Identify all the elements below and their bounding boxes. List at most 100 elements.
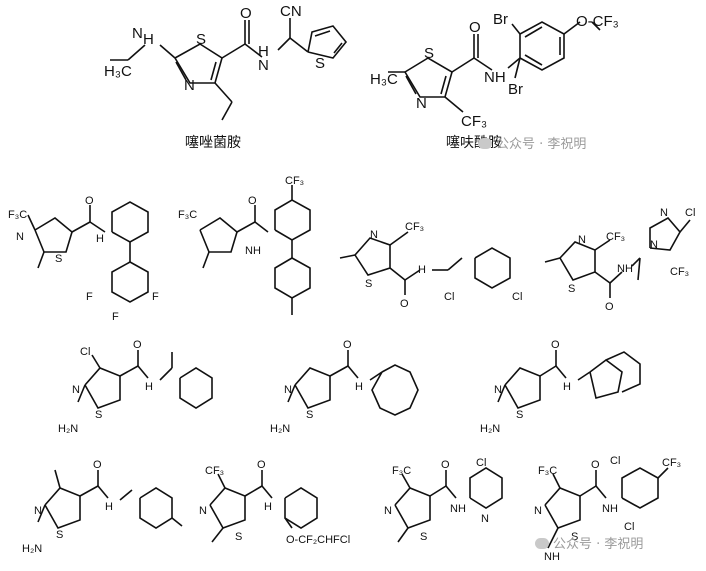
label-r4d-s: S (571, 531, 578, 543)
molecule-row3-2 (287, 350, 419, 416)
label-r4b-ocf2: O-CF₂CHFCl (286, 534, 350, 546)
label-r3b-nh: H (355, 381, 363, 393)
label-r4c-f3c: F₃C (392, 465, 411, 477)
label-tf-s: S (424, 45, 434, 62)
label-tf-n: N (416, 95, 427, 112)
label-r3c-n: N (494, 384, 502, 396)
label-tf-h3c: H₃C (370, 71, 398, 88)
label-o: O (240, 5, 252, 22)
label-r4d-cl2: Cl (624, 521, 634, 533)
label-r3b-h2n: H₂N (270, 423, 290, 435)
molecule-thifluzamide (388, 21, 601, 113)
label-amide-nh: N (258, 57, 269, 74)
wechat-icon-bottom (535, 538, 549, 549)
label-r3a-h2n: H₂N (58, 423, 78, 435)
label-tf-o: O (469, 19, 481, 36)
watermark-bottom: 公众号 · 李祝明 (535, 533, 643, 552)
label-r2a-f3c: F₃C (8, 209, 27, 221)
label-r2d-n3: N (660, 207, 668, 219)
label-r2c-cl1: Cl (444, 291, 454, 303)
watermark-top: 公众号 · 李祝明 (478, 133, 586, 152)
label-r2a-n: N (16, 231, 24, 243)
label-r2a-o: O (85, 195, 94, 207)
label-nh: H (143, 31, 154, 48)
label-n-ring: N (184, 77, 195, 94)
label-r2d-cf3: CF₃ (606, 231, 625, 243)
label-r4d-o: O (591, 459, 600, 471)
label-r2c-s: S (365, 278, 372, 290)
molecule-row4-3 (394, 467, 503, 543)
label-r3b-n: N (284, 384, 292, 396)
label-r4c-s: S (420, 531, 427, 543)
label-r4b-n: N (199, 505, 207, 517)
label-h3c: H₃C (104, 63, 132, 80)
molecule-row2-1 (27, 201, 149, 303)
molecule-row4-4 (544, 467, 669, 549)
label-r2d-n: N (578, 234, 586, 246)
label-r4b-nh: H (264, 501, 272, 513)
label-r4d-cf3: CF₃ (662, 457, 681, 469)
label-r4a-s: S (56, 529, 63, 541)
label-r2b-nh: NH (245, 245, 261, 257)
label-r3c-o: O (551, 339, 560, 351)
molecule-row2-2 (199, 185, 311, 315)
label-r2c-nh: H (418, 264, 426, 276)
caption-left: 噻唑菌胺 (185, 135, 241, 151)
label-r2d-n2: N (650, 239, 658, 251)
label-r4c-o: O (441, 459, 450, 471)
label-r4d-f3c: F₃C (538, 465, 557, 477)
label-r2c-cf3: CF₃ (405, 221, 424, 233)
label-amide-h: H (258, 43, 269, 60)
label-n: N (132, 25, 143, 42)
label-r2a-f3: F (152, 291, 159, 303)
label-r4a-h2n: H₂N (22, 543, 42, 555)
label-r3b-o: O (343, 339, 352, 351)
wechat-icon (478, 138, 492, 149)
molecule-ethaboxam (110, 18, 348, 121)
molecule-row3-1 (77, 350, 213, 409)
label-r4a-o: O (93, 459, 102, 471)
label-r2d-cf3b: CF₃ (670, 266, 689, 278)
label-r2b-cf3: CF₃ (285, 175, 304, 187)
label-r4d-nh: NH (602, 503, 618, 515)
label-r2c-n: N (370, 229, 378, 241)
label-r3a-s: S (95, 409, 102, 421)
label-cn: CN (280, 3, 302, 20)
molecule-row4-2 (209, 470, 318, 543)
label-r4d-cl1: Cl (610, 455, 620, 467)
label-tf-br1: Br (493, 11, 508, 28)
label-r2a-f2: F (112, 311, 119, 323)
label-r4c-n: N (384, 505, 392, 517)
label-r3a-n: N (72, 384, 80, 396)
label-tf-br2: Br (508, 81, 523, 98)
label-tf-ocf3: O-CF₃ (576, 13, 619, 30)
label-r2b-o: O (248, 195, 257, 207)
molecule-row4-1 (37, 469, 183, 529)
label-r2a-s: S (55, 253, 62, 265)
molecule-row2-3 (339, 231, 511, 295)
molecule-row2-4 (544, 216, 691, 298)
label-r3a-nh: H (145, 381, 153, 393)
label-r4c-n2: N (481, 513, 489, 525)
label-r2c-cl2: Cl (512, 291, 522, 303)
label-r4b-s: S (235, 531, 242, 543)
label-s: S (196, 31, 206, 48)
label-r4b-o: O (257, 459, 266, 471)
watermark-bottom-text: 公众号 · 李祝明 (553, 537, 644, 552)
label-r2c-o: O (400, 298, 409, 310)
label-r2d-cl: Cl (685, 207, 695, 219)
label-r4c-cl: Cl (476, 457, 486, 469)
label-r3a-o: O (133, 339, 142, 351)
label-r3c-nh: H (563, 381, 571, 393)
label-r3b-s: S (306, 409, 313, 421)
molecule-row3-3 (497, 350, 641, 409)
label-r3a-cl: Cl (80, 346, 90, 358)
label-r2b-f3c: F₃C (178, 209, 197, 221)
label-tf-nh: NH (484, 69, 506, 86)
label-r4c-nh: NH (450, 503, 466, 515)
label-r4a-nh: H (105, 501, 113, 513)
label-r2d-s: S (568, 283, 575, 295)
label-r2a-nh: H (96, 233, 104, 245)
label-thiophene-s: S (315, 55, 325, 72)
